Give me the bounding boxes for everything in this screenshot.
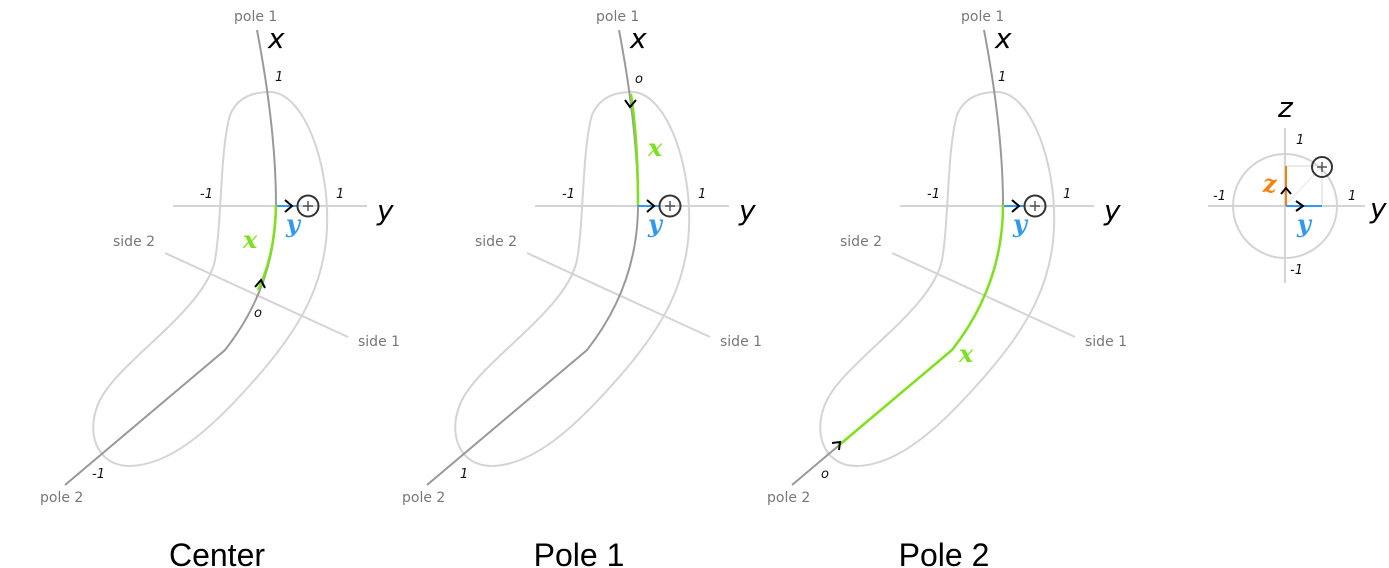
pole2-tick: 1	[460, 467, 468, 482]
caption-center: Center	[169, 537, 265, 568]
panel-pole1: pole 1 x o -1 1 y x y side 2 side 1 1 po…	[402, 9, 762, 568]
x-segment	[256, 204, 278, 291]
y-tick-pos: 1	[698, 187, 706, 202]
side2-label: side 2	[475, 234, 517, 250]
x-coord-label: x	[242, 225, 258, 254]
pole2-label: pole 2	[767, 490, 810, 506]
y-tick-neg: -1	[200, 187, 213, 202]
y-axis-label: y	[1369, 192, 1387, 225]
y-tick-pos: 1	[1063, 187, 1071, 202]
origin-arrow-icon	[624, 99, 637, 109]
z-tick-pos: 1	[1296, 133, 1304, 148]
y-coord-label: y	[1012, 209, 1029, 238]
pole2-tick: -1	[92, 467, 105, 482]
side2-label: side 2	[113, 234, 155, 250]
pole1-tick: 1	[998, 70, 1006, 85]
panel-cross-section: z 1 -1 1 y z y -1	[1208, 91, 1387, 283]
panel-pole2: pole 1 x 1 -1 1 y x y side 2 side 1 o po…	[767, 9, 1127, 568]
y-tick-pos: 1	[336, 187, 344, 202]
pole1-tick: o	[635, 72, 643, 87]
x-coord-label: x	[958, 339, 974, 368]
y-axis-label: y	[376, 194, 394, 227]
origin-arrow-icon	[831, 440, 842, 451]
y-coord-label: y	[285, 209, 302, 238]
y-coord-label: y	[647, 209, 664, 238]
panel-center: pole 1 x 1 -1 1 y x y side 2 side 1 o -1…	[40, 9, 400, 568]
y-axis-label: y	[1103, 194, 1121, 227]
x-coord-label: x	[647, 133, 663, 162]
x-axis-label: x	[994, 22, 1012, 55]
z-arrow-icon	[1280, 186, 1292, 195]
y-tick-pos: 1	[1348, 189, 1356, 204]
x-segment	[629, 93, 640, 206]
y-tick-neg: -1	[927, 187, 940, 202]
side1-label: side 1	[358, 334, 400, 350]
y-arrow-icon	[1295, 200, 1305, 212]
y-coord-label: y	[1296, 209, 1313, 238]
side1-label: side 1	[720, 334, 762, 350]
z-coord-label: z	[1262, 169, 1278, 198]
pole1-label: pole 1	[961, 9, 1004, 25]
x-segment	[837, 204, 1005, 447]
pole2-label: pole 2	[40, 490, 83, 506]
side2-label: side 2	[840, 234, 882, 250]
side1-label: side 1	[1085, 334, 1127, 350]
caption-pole2: Pole 2	[899, 537, 990, 568]
z-axis-label: z	[1277, 91, 1294, 124]
origin-label: o	[254, 306, 262, 321]
y-tick-neg: -1	[562, 187, 575, 202]
z-tick-neg: -1	[1290, 263, 1303, 278]
x-axis-label: x	[629, 22, 647, 55]
pole1-tick: 1	[275, 70, 283, 85]
caption-pole1: Pole 1	[534, 537, 625, 568]
y-tick-neg: -1	[1213, 189, 1226, 204]
origin-arrow-icon	[254, 278, 266, 289]
pole2-label: pole 2	[402, 490, 445, 506]
pole2-tick: o	[821, 467, 829, 482]
position-marker-icon	[1311, 156, 1333, 178]
pole1-label: pole 1	[596, 9, 639, 25]
x-axis-label: x	[267, 22, 285, 55]
y-axis-label: y	[738, 194, 756, 227]
pole1-label: pole 1	[234, 9, 277, 25]
